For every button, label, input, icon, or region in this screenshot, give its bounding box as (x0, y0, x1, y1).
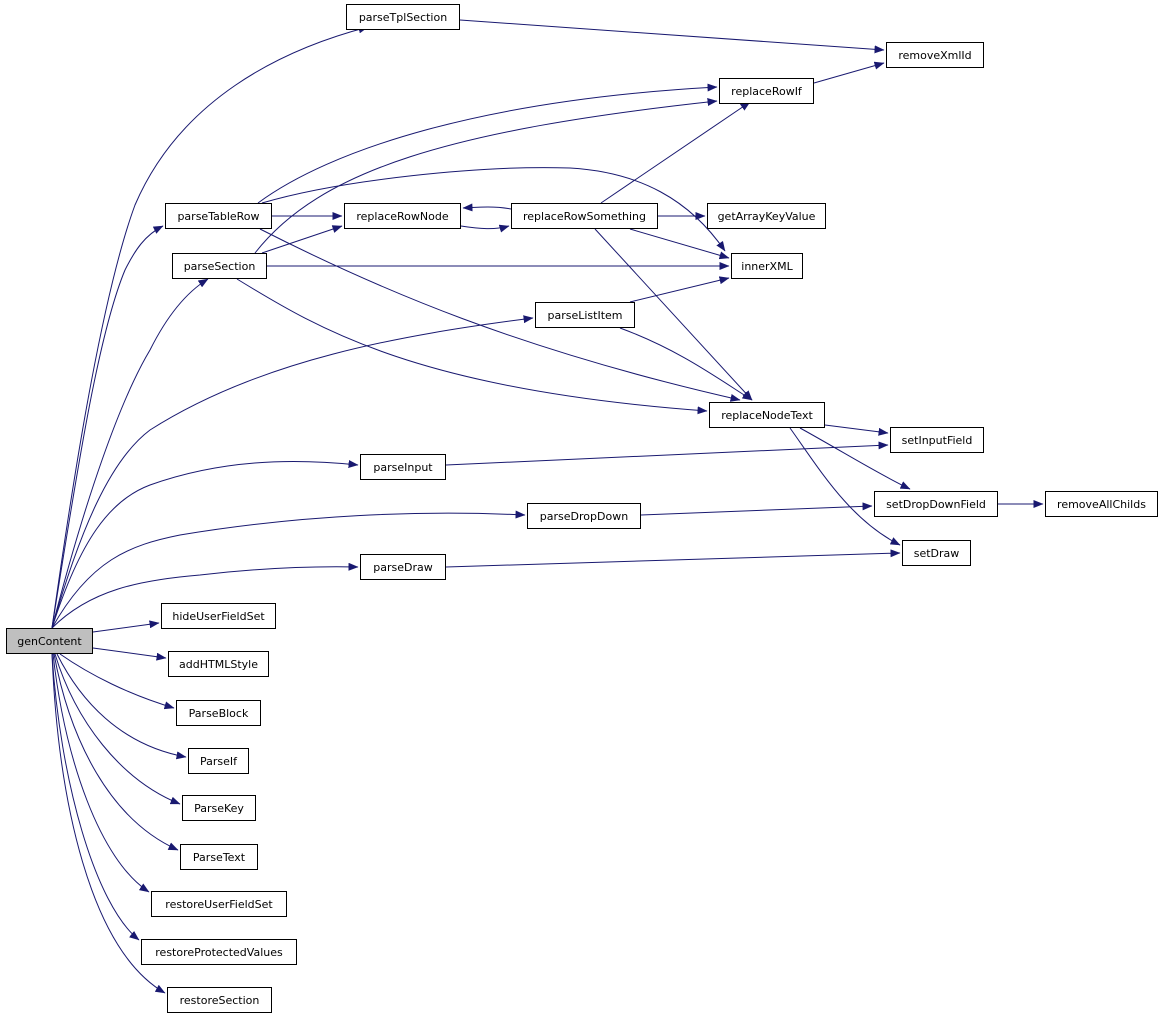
node-replace-row-something[interactable]: replaceRowSomething (511, 203, 658, 229)
edge-replace-row-something-to-inner-xml (629, 228, 730, 260)
node-restore-protected-values[interactable]: restoreProtectedValues (141, 939, 297, 965)
edge-replace-row-node-to-replace-row-something (460, 224, 510, 233)
edge-parse-draw-to-set-draw (445, 549, 901, 568)
edge-gen-content-to-parse-input (51, 460, 359, 629)
edge-gen-content-to-parse-tpl-section (51, 25, 369, 629)
node-parse-table-row[interactable]: parseTableRow (165, 203, 272, 229)
node-remove-xml-id[interactable]: removeXmlId (886, 42, 984, 68)
node-replace-row-if[interactable]: replaceRowIf (719, 78, 814, 104)
edge-gen-content-to-restore-protected-values (51, 653, 140, 941)
node-parse-list-item[interactable]: parseListItem (535, 302, 635, 328)
edge-replace-node-text-to-set-draw (789, 427, 901, 546)
edge-parse-tpl-section-to-remove-xml-id (459, 19, 885, 54)
node-set-input-field[interactable]: setInputField (890, 427, 984, 453)
edge-gen-content-to-parse-draw (51, 562, 359, 629)
edge-parse-list-item-to-inner-xml (629, 276, 730, 303)
edge-gen-content-to-parse-key (54, 653, 181, 805)
edge-gen-content-to-parse-section (51, 278, 209, 629)
node-parse-key[interactable]: ParseKey (182, 795, 256, 821)
edge-gen-content-to-parse-drop-down (51, 510, 526, 629)
node-set-draw[interactable]: setDraw (902, 540, 971, 566)
node-parse-input[interactable]: parseInput (360, 454, 446, 480)
node-replace-node-text[interactable]: replaceNodeText (709, 402, 825, 428)
node-parse-if[interactable]: ParseIf (188, 748, 249, 774)
edge-gen-content-to-parse-list-item (51, 315, 534, 629)
node-restore-user-field-set[interactable]: restoreUserFieldSet (151, 891, 287, 917)
node-parse-drop-down[interactable]: parseDropDown (527, 503, 641, 529)
edge-replace-node-text-to-set-input-field (824, 424, 889, 436)
node-parse-text[interactable]: ParseText (180, 844, 258, 870)
edge-parse-section-to-replace-node-text (236, 278, 708, 415)
edge-gen-content-to-parse-if (56, 653, 187, 760)
edge-parse-list-item-to-replace-node-text (619, 327, 753, 401)
node-gen-content: genContent (6, 628, 93, 654)
edge-gen-content-to-add-html-style (92, 647, 167, 661)
edge-parse-drop-down-to-set-drop-down-field (640, 502, 873, 516)
edge-parse-section-to-replace-row-if (254, 98, 718, 254)
edge-gen-content-to-restore-section (51, 653, 166, 994)
edge-replace-node-text-to-set-drop-down-field (799, 427, 911, 490)
edge-gen-content-to-restore-user-field-set (52, 653, 150, 893)
node-inner-xml[interactable]: innerXML (731, 253, 803, 279)
node-get-array-key-value[interactable]: getArrayKeyValue (707, 203, 826, 229)
edge-replace-row-something-to-replace-row-if (600, 101, 751, 204)
node-remove-all-childs[interactable]: removeAllChilds (1045, 491, 1158, 517)
edge-gen-content-to-parse-text (53, 653, 179, 851)
node-parse-section[interactable]: parseSection (172, 253, 267, 279)
edge-replace-row-something-to-replace-node-text (594, 228, 753, 401)
node-parse-tpl-section[interactable]: parseTplSection (346, 4, 460, 30)
node-restore-section[interactable]: restoreSection (167, 987, 272, 1013)
edge-parse-section-to-replace-row-node (261, 225, 343, 254)
node-hide-user-field-set[interactable]: hideUserFieldSet (161, 603, 276, 629)
node-parse-block[interactable]: ParseBlock (176, 700, 261, 726)
edge-parse-table-row-to-replace-row-if (257, 83, 718, 204)
edge-gen-content-to-parse-table-row (51, 225, 164, 629)
node-parse-draw[interactable]: parseDraw (360, 554, 446, 580)
edge-parse-input-to-set-input-field (445, 441, 889, 466)
edge-replace-row-if-to-remove-xml-id (813, 61, 885, 84)
edge-replace-row-something-to-replace-row-node (462, 203, 512, 212)
edge-parse-table-row-to-replace-node-text (259, 228, 741, 402)
node-add-html-style[interactable]: addHTMLStyle (168, 651, 269, 677)
node-replace-row-node[interactable]: replaceRowNode (344, 203, 461, 229)
edge-gen-content-to-parse-block (59, 653, 175, 710)
edge-gen-content-to-hide-user-field-set (92, 620, 160, 633)
node-set-drop-down-field[interactable]: setDropDownField (874, 491, 998, 517)
